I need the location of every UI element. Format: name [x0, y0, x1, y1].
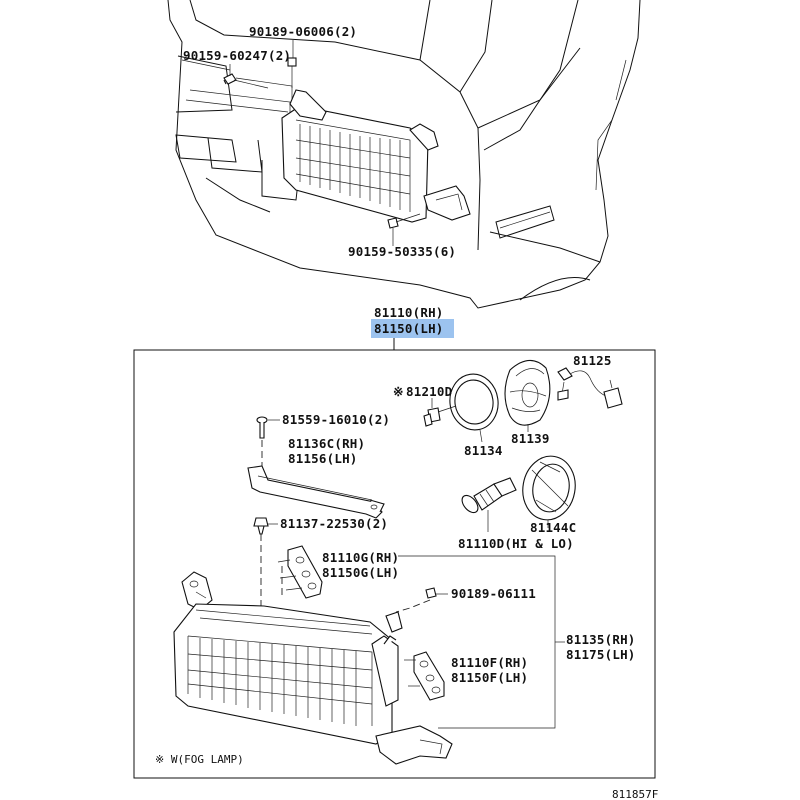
- top-fasteners: [223, 57, 421, 240]
- callout-bulb: 81110D(HI & LO): [458, 536, 574, 551]
- callout-sub-adjuster-rh: 81110F(RH): [451, 655, 528, 670]
- figure-id: 811857F: [612, 788, 658, 800]
- callout-adjuster-lh: 81150G(LH): [322, 565, 399, 580]
- callout-bolt-bottom: 90159-50335(6): [348, 244, 456, 259]
- nut-part: [425, 587, 437, 599]
- adjuster-part: [277, 545, 323, 599]
- callout-bolt-top-b: 90159-60247(2): [183, 48, 291, 63]
- highlight-lh-part-number: [371, 319, 454, 338]
- sub-adjuster-part: [404, 651, 445, 701]
- callout-sub-adjuster-lh: 81150F(LH): [451, 670, 528, 685]
- headlamp-assembly-illustration: [173, 571, 453, 765]
- screw-part: [256, 416, 268, 439]
- callout-assy-lh: 81150(LH): [374, 321, 444, 336]
- vehicle-body-illustration: [167, 0, 641, 309]
- callout-assy-rh: 81110(RH): [374, 305, 444, 320]
- cover-part: [504, 359, 551, 426]
- callout-cover: 81139: [511, 431, 550, 446]
- clip-part: [253, 517, 269, 535]
- parts-frame: [133, 349, 656, 779]
- retainer-part: [522, 455, 576, 521]
- callout-nut: 90189-06111: [451, 586, 536, 601]
- callout-bracket-rh: 81136C(RH): [288, 436, 365, 451]
- callout-socket-wire: 81125: [573, 353, 612, 368]
- callout-bolt-top-a: 90189-06006(2): [249, 24, 357, 39]
- callout-clip: 81137-22530(2): [280, 516, 388, 531]
- callout-housing-rh: 81135(RH): [566, 632, 636, 647]
- callout-retainer: 81144C: [530, 520, 576, 535]
- footnote: ※ W(FOG LAMP): [155, 753, 244, 766]
- socket-wire-part: [557, 367, 623, 409]
- callout-bracket-lh: 81156(LH): [288, 451, 358, 466]
- callout-bulb-socket: 81210D: [406, 384, 452, 399]
- callout-housing-lh: 81175(LH): [566, 647, 636, 662]
- bulb-socket-part: [423, 405, 457, 427]
- housing-callout-bracket: [398, 555, 556, 729]
- bulb-part: [461, 477, 517, 514]
- note-mark: ※: [393, 384, 404, 399]
- bracket-part: [247, 465, 385, 519]
- gasket-part: [449, 373, 499, 431]
- callout-adjuster-rh: 81110G(RH): [322, 550, 399, 565]
- installed-headlamp-illustration: [281, 89, 471, 223]
- callout-screw: 81559-16010(2): [282, 412, 390, 427]
- callout-gasket: 81134: [464, 443, 503, 458]
